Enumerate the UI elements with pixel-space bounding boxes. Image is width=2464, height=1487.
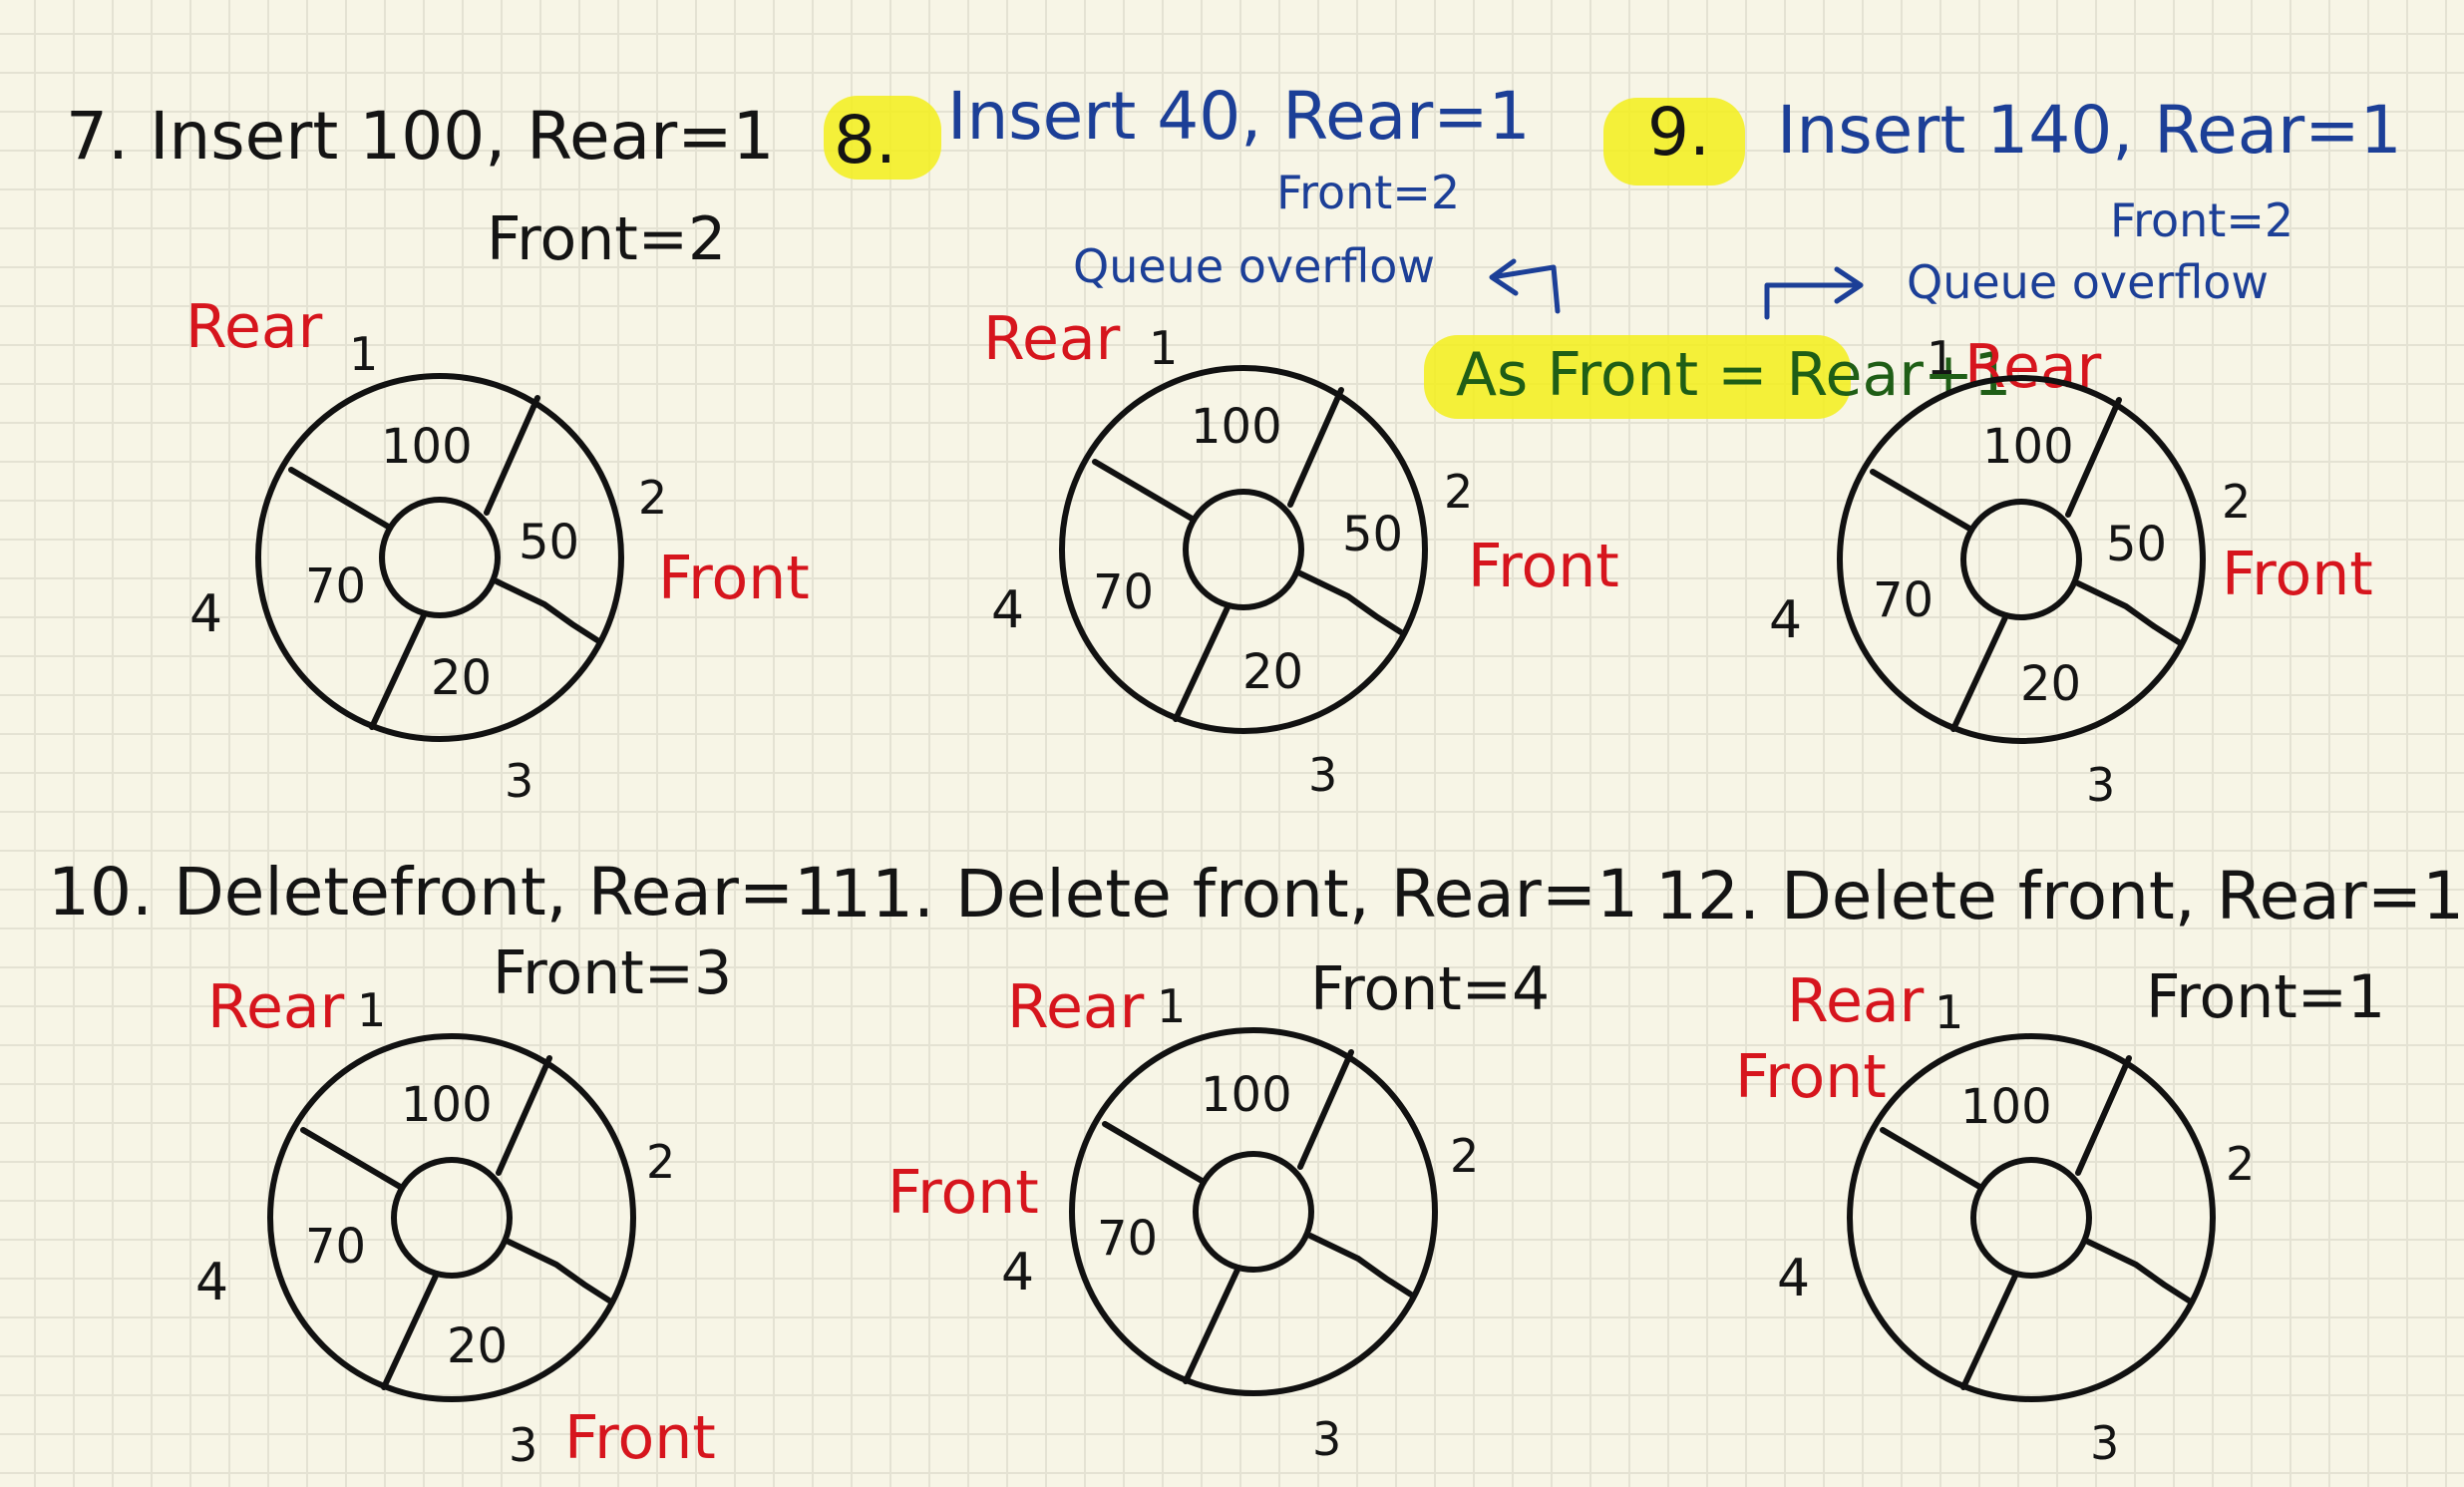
step-7-title: 7. Insert 100, Rear=1 (66, 98, 775, 175)
step-8-position-2: 2 (1444, 465, 1474, 519)
step-8-overflow-note: Queue overflow (1073, 239, 1436, 293)
step-8-slot-4: 70 (1093, 564, 1155, 620)
step-7-slot-4: 70 (305, 558, 367, 614)
step-8-position-1: 1 (1149, 321, 1179, 375)
step-9-overflow-arrow (1764, 266, 1864, 320)
step-10-slot-3: 20 (447, 1318, 509, 1374)
step-12-title: 12. Delete front, Rear=1 (1655, 858, 2464, 934)
step-7-slot-2: 50 (519, 515, 580, 570)
step-9-slot-1: 100 (1982, 419, 2074, 475)
step-10-rear-label: Rear (207, 972, 345, 1042)
step-7-rear-label: Rear (185, 292, 323, 362)
step-10-position-3: 3 (509, 1418, 538, 1472)
step-12-slot-1: 100 (1960, 1079, 2052, 1135)
step-11-position-2: 2 (1450, 1129, 1480, 1183)
step-9-position-2: 2 (2222, 475, 2252, 529)
step-11-front-label: Front (887, 1158, 1039, 1228)
step-11-position-3: 3 (1312, 1412, 1342, 1466)
step-7-position-4: 4 (189, 584, 223, 644)
step-9-position-3: 3 (2086, 758, 2116, 812)
step-12-front-label: Front (1735, 1042, 1887, 1112)
step-9-slot-4: 70 (1873, 572, 1935, 628)
step-8-slot-2: 50 (1342, 507, 1404, 562)
step-10-front-value: Front=3 (493, 938, 733, 1008)
step-11-position-4: 4 (1001, 1243, 1035, 1302)
step-8-number-highlight (824, 96, 941, 180)
step-9-position-1: 1 (1927, 331, 1956, 385)
step-7-position-2: 2 (638, 471, 668, 525)
step-8-overflow-arrow (1489, 258, 1561, 314)
step-10-circular-queue (267, 1033, 636, 1402)
step-9-slot-2: 50 (2106, 517, 2168, 572)
step-10-title: 10. Deletefront, Rear=1 (48, 854, 837, 930)
step-9-number-highlight (1603, 98, 1745, 186)
step-9-number: 9. (1647, 94, 1710, 171)
step-9-front-label: Front (2222, 540, 2373, 609)
step-7-slot-3: 20 (431, 650, 493, 706)
step-9-title: Insert 140, Rear=1 (1777, 92, 2402, 169)
step-10-position-2: 2 (646, 1135, 676, 1189)
step-12-circular-queue (1847, 1033, 2216, 1402)
step-11-rear-label: Rear (1007, 972, 1145, 1042)
step-8-front-value: Front=2 (1276, 166, 1461, 219)
step-12-position-2: 2 (2226, 1137, 2256, 1191)
step-8-title: Insert 40, Rear=1 (947, 78, 1531, 155)
step-8-rear-label: Rear (983, 304, 1121, 374)
step-10-position-1: 1 (357, 983, 387, 1037)
step-8-front-label: Front (1468, 532, 1619, 601)
step-8-position-3: 3 (1308, 748, 1338, 802)
step-10-front-label: Front (564, 1403, 716, 1473)
step-8-number: 8. (834, 102, 896, 179)
step-12-position-1: 1 (1935, 985, 1964, 1039)
step-9-position-4: 4 (1769, 590, 1803, 650)
step-12-position-4: 4 (1777, 1249, 1811, 1308)
step-11-slot-4: 70 (1097, 1211, 1159, 1267)
step-10-position-4: 4 (195, 1253, 229, 1312)
step-7-position-3: 3 (505, 754, 534, 808)
step-7-front-label: Front (658, 544, 810, 613)
step-7-circular-queue (255, 373, 624, 742)
step-11-front-value: Front=4 (1310, 954, 1551, 1024)
step-8-circular-queue (1059, 365, 1428, 734)
step-9-slot-3: 20 (2020, 656, 2082, 712)
step-9-circular-queue (1837, 375, 2206, 744)
step-9-overflow-note: Queue overflow (1907, 255, 2270, 309)
overflow-arrows (1489, 258, 1864, 320)
step-9-front-value: Front=2 (2110, 193, 2294, 247)
step-7-position-1: 1 (349, 327, 379, 381)
step-12-position-3: 3 (2090, 1416, 2120, 1470)
step-11-position-1: 1 (1157, 979, 1187, 1033)
step-7-slot-1: 100 (381, 419, 473, 475)
step-11-slot-1: 100 (1201, 1067, 1292, 1123)
step-8-slot-1: 100 (1191, 399, 1282, 455)
condition-note: As Front = Rear+1 (1456, 340, 2012, 410)
step-8-position-4: 4 (991, 580, 1025, 640)
step-7-front-value: Front=2 (487, 204, 727, 274)
step-10-slot-4: 70 (305, 1219, 367, 1275)
condition-highlight (1424, 335, 1851, 419)
step-8-slot-3: 20 (1242, 644, 1304, 700)
step-12-rear-label: Rear (1787, 966, 1925, 1036)
step-11-title: 11. Delete front, Rear=1 (830, 856, 1639, 932)
step-11-circular-queue (1069, 1027, 1438, 1396)
step-10-slot-1: 100 (401, 1077, 493, 1133)
step-12-front-value: Front=1 (2146, 962, 2386, 1032)
